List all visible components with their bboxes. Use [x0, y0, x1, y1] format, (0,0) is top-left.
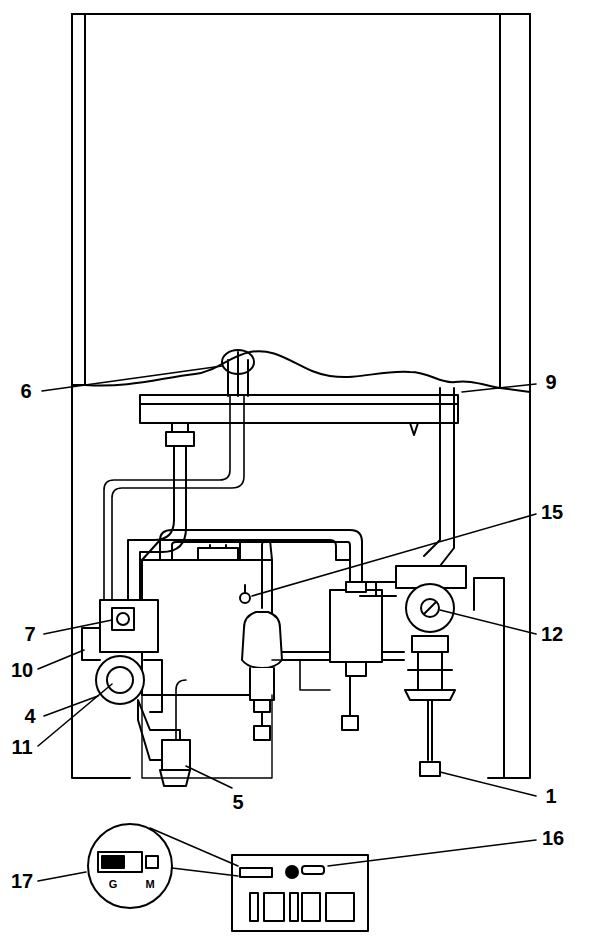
pump-screw [421, 599, 439, 617]
callout-number: 7 [24, 624, 35, 644]
side-bracket [474, 578, 504, 778]
air-vent-15 [240, 593, 250, 603]
callout-number: 17 [11, 871, 33, 891]
gas-valve-coil [96, 656, 144, 704]
callout-number: 4 [24, 706, 35, 726]
callout-number: 12 [541, 624, 563, 644]
injector [410, 423, 418, 435]
callout-number: 6 [20, 381, 31, 401]
pipe-nut [166, 432, 194, 446]
callout-number: M [145, 879, 154, 890]
callout-number: 1 [545, 786, 556, 806]
callout-number: 5 [232, 792, 243, 812]
manifold-seam [140, 403, 458, 405]
electrode-block [222, 350, 254, 374]
burner-manifold [140, 395, 458, 423]
diverter-box [330, 590, 382, 662]
inset-lines [150, 828, 238, 876]
callout-number: G [109, 879, 118, 890]
mode-switch [240, 868, 272, 877]
link-pipe [282, 652, 330, 660]
drain-cock [428, 700, 432, 760]
casing-outline [72, 14, 530, 778]
callout-number: 9 [545, 372, 556, 392]
callout-number: 16 [542, 828, 564, 848]
switch-inset [88, 824, 172, 908]
leader-lines [38, 366, 536, 881]
callout-number: 11 [11, 737, 32, 757]
heat-exchanger-cover [85, 14, 500, 388]
cover-edge [72, 385, 530, 392]
gas-valve [100, 600, 158, 652]
control-panel [232, 855, 368, 931]
switch-body [98, 852, 142, 872]
callout-number: 10 [11, 660, 33, 680]
callout-number: 15 [541, 502, 563, 522]
pump-body [406, 584, 454, 632]
